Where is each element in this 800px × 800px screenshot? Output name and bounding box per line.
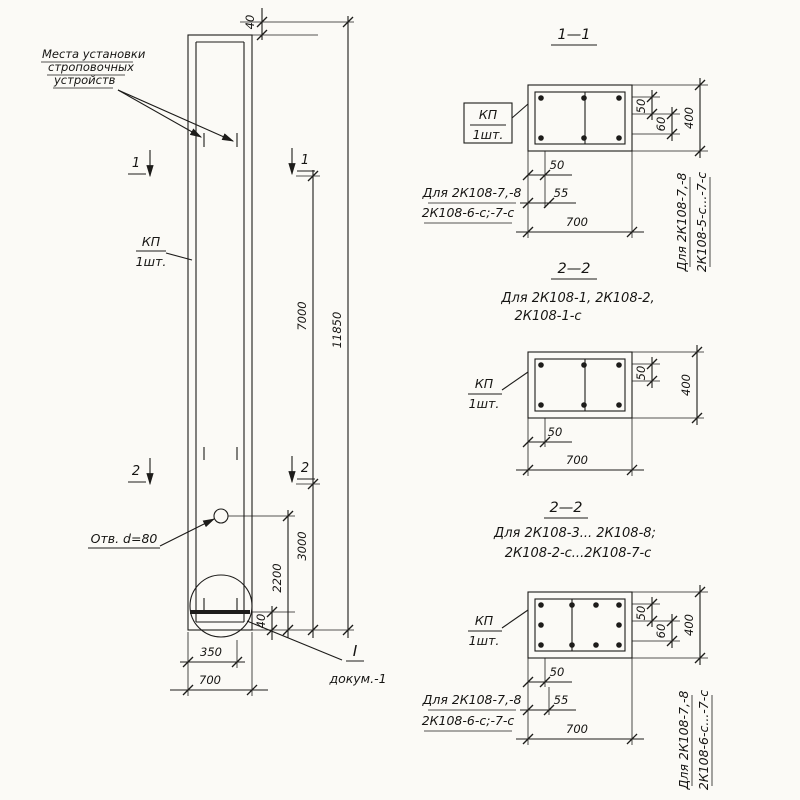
section22b-dim-r60: 60 bbox=[654, 624, 668, 639]
section11-kp-qty: 1шт. bbox=[473, 127, 504, 142]
slinging-note-line1: Места установки bbox=[42, 47, 146, 61]
section22b-dim-50: 50 bbox=[550, 665, 565, 679]
section22b-title: 2—2 bbox=[550, 500, 583, 516]
slinging-note-line3: устройств bbox=[53, 73, 116, 87]
section11-side-note-line2: 2К108-5-с...-7-с bbox=[694, 172, 709, 272]
section22b-kp-qty: 1шт. bbox=[469, 633, 500, 648]
section11-dim-55: 55 bbox=[554, 186, 569, 200]
dim-hole-level: 2200 bbox=[270, 563, 284, 592]
section11-dim-700: 700 bbox=[566, 215, 588, 229]
section22a-kp-label: КП bbox=[475, 376, 494, 391]
section11-dim-50: 50 bbox=[550, 158, 565, 172]
section22b-dim-55: 55 bbox=[554, 693, 569, 707]
section22a-dim-700: 700 bbox=[566, 453, 588, 467]
section22b-note-line1: Для 2К108-7,-8 bbox=[422, 692, 522, 707]
detail-mark: I bbox=[353, 642, 358, 660]
section-2-2-b: 2—2 Для 2К108-3... 2К108-8; 2К108-2-с...… bbox=[422, 500, 713, 791]
detail-doc-label: докум.-1 bbox=[328, 671, 386, 686]
section22b-side-note-line2: 2К108-6-с...-7-с bbox=[696, 690, 711, 790]
dim-span-upper: 7000 bbox=[295, 301, 309, 330]
section11-dim-r400: 400 bbox=[682, 107, 696, 129]
section22a-title: 2—2 bbox=[558, 261, 591, 277]
kp-callout-elevation: КП 1шт. bbox=[136, 234, 193, 269]
detail-callout: I докум.-1 bbox=[246, 620, 387, 686]
dim-half-width: 350 bbox=[200, 645, 222, 659]
elevation-dimensions: 40 2200 7000 3000 11850 40 350 700 bbox=[170, 8, 354, 696]
slinging-note-line2: строповочных bbox=[48, 60, 134, 74]
section22b-subtitle-line1: Для 2К108-3... 2К108-8; bbox=[493, 526, 656, 541]
dim-total-height: 11850 bbox=[330, 312, 344, 349]
section22a-kp-qty: 1шт. bbox=[469, 396, 500, 411]
section22a-subtitle-line2: 2К108-1-с bbox=[514, 309, 581, 324]
section22a-dim-50: 50 bbox=[548, 425, 563, 439]
section22b-dim-700: 700 bbox=[566, 722, 588, 736]
section-mark-2-left: 2 bbox=[132, 464, 140, 479]
section-mark-1-left: 1 bbox=[132, 156, 140, 171]
section22a-dim-r50: 50 bbox=[634, 366, 648, 381]
section11-dim-r50: 50 bbox=[634, 99, 648, 114]
dim-top-offset: 40 bbox=[243, 15, 257, 30]
hole-callout: Отв. d=80 bbox=[88, 518, 216, 549]
section-marks: 1 1 2 2 bbox=[128, 148, 315, 486]
section22b-side-note-line1: Для 2К108-7,-8 bbox=[676, 691, 691, 791]
kp-qty: 1шт. bbox=[136, 254, 167, 269]
dim-span-lower: 3000 bbox=[295, 531, 309, 560]
section-mark-1-right: 1 bbox=[301, 153, 309, 168]
section-mark-2-right: 2 bbox=[301, 461, 309, 476]
section22b-dim-r400: 400 bbox=[682, 614, 696, 636]
slinging-note: Места установки строповочных устройств bbox=[41, 47, 235, 142]
section11-kp-label: КП bbox=[479, 107, 498, 122]
kp-label: КП bbox=[142, 234, 161, 249]
section22a-subtitle-line1: Для 2К108-1, 2К108-2, bbox=[500, 291, 654, 306]
dim-bottom-offset: 40 bbox=[254, 614, 268, 629]
section-1-1: 1—1 КП 1шт. 50 55 700 50 bbox=[422, 27, 711, 273]
section22b-note-line2: 2К108-6-с;-7-с bbox=[422, 713, 515, 728]
section22b-dim-r50: 50 bbox=[634, 606, 648, 621]
dim-width: 700 bbox=[199, 673, 221, 687]
section22b-subtitle-line2: 2К108-2-с...2К108-7-с bbox=[505, 546, 652, 561]
section22a-dim-r400: 400 bbox=[679, 374, 693, 396]
section11-note-line2: 2К108-6-с;-7-с bbox=[422, 205, 515, 220]
section11-dim-r60: 60 bbox=[654, 117, 668, 132]
section22b-kp-label: КП bbox=[475, 613, 494, 628]
section11-side-note-line1: Для 2К108-7,-8 bbox=[674, 173, 689, 273]
section11-note-line1: Для 2К108-7,-8 bbox=[422, 185, 522, 200]
section11-title: 1—1 bbox=[558, 27, 591, 43]
column-outline bbox=[187, 34, 253, 638]
section-2-2-a: 2—2 Для 2К108-1, 2К108-2, 2К108-1-с КП 1… bbox=[468, 261, 704, 476]
hole-label: Отв. d=80 bbox=[91, 531, 158, 546]
